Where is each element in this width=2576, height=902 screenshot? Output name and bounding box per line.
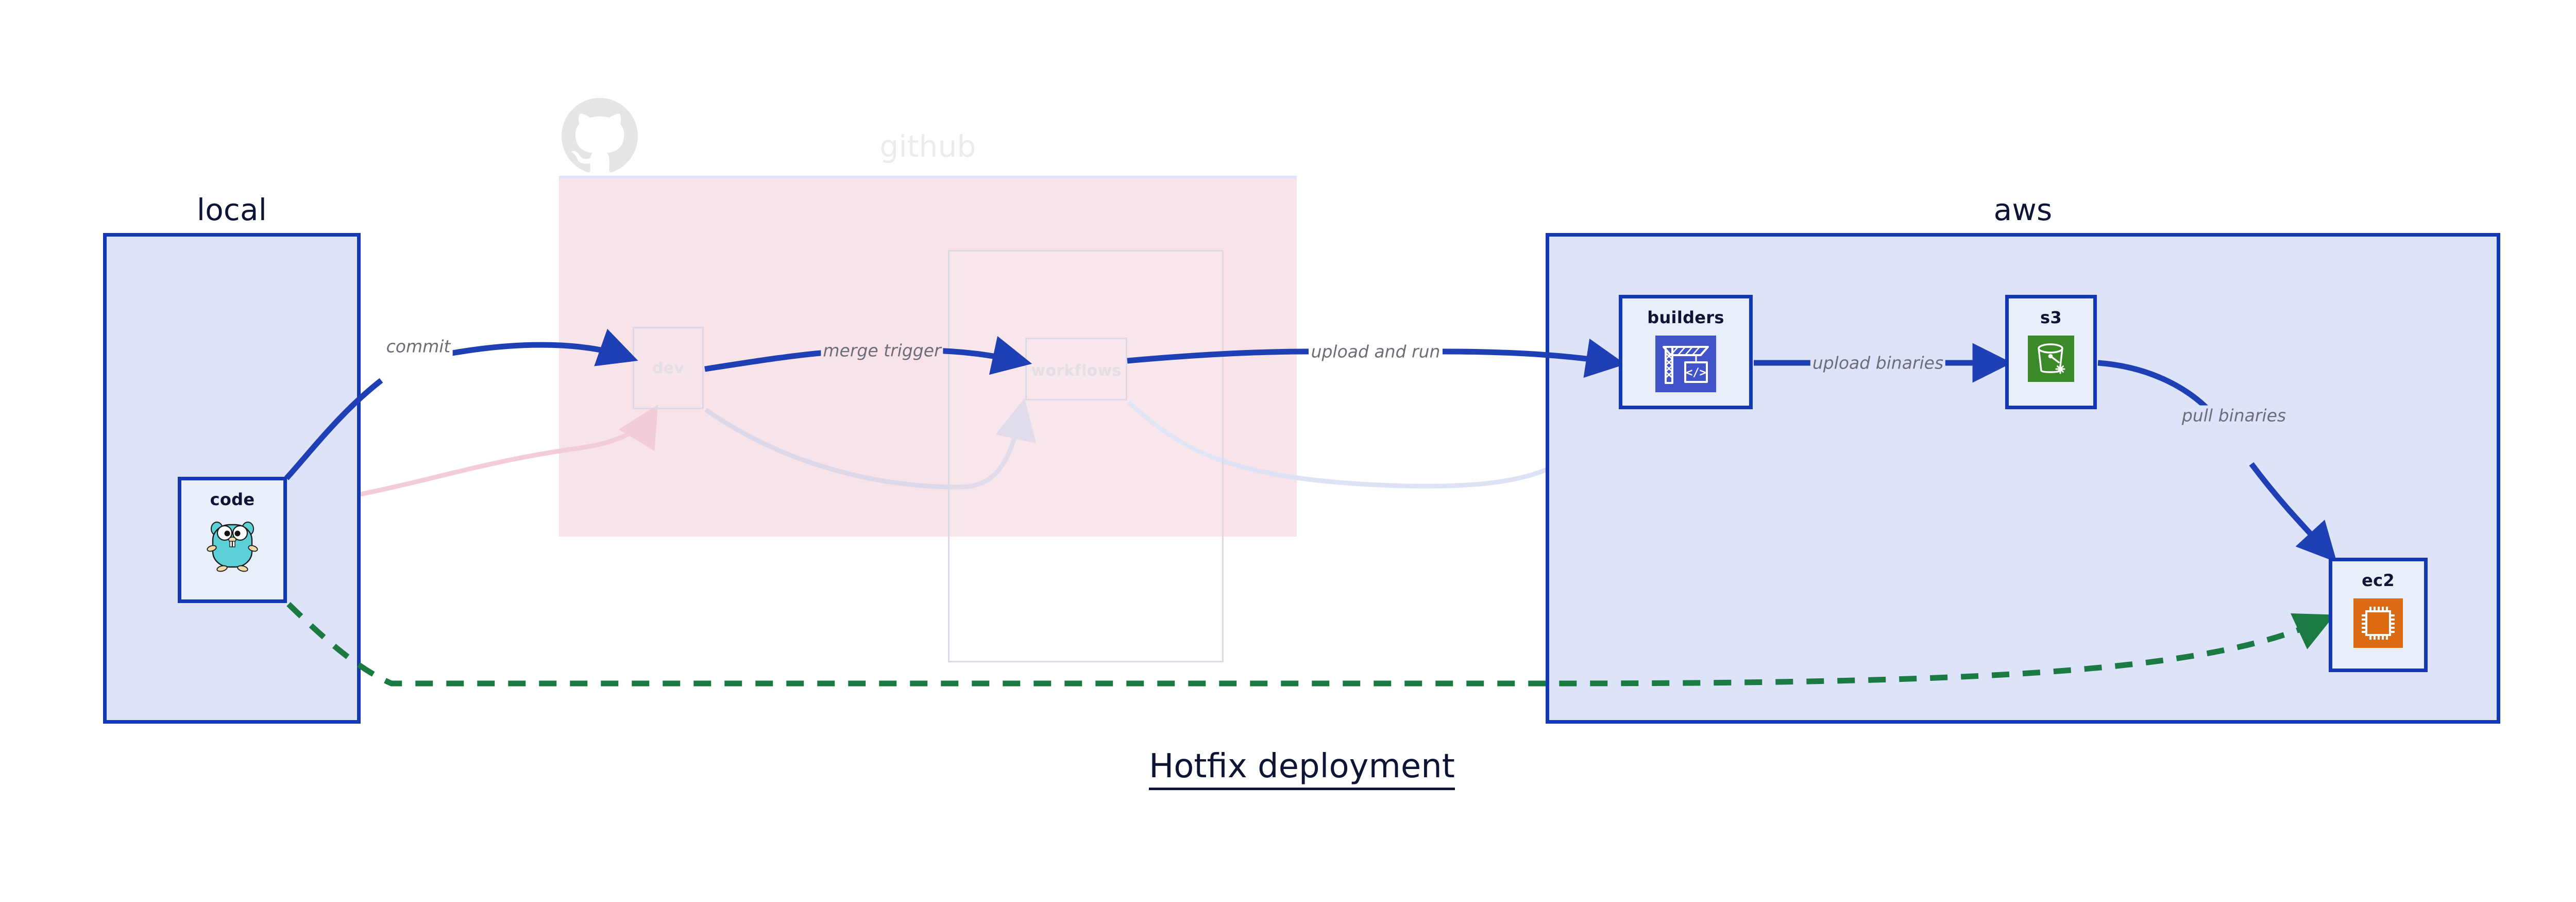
ghost-edge-dev-workflows (704, 398, 1037, 490)
edge-label-merge-trigger: merge trigger (821, 340, 943, 361)
edge-label-upload-binaries: upload binaries (1810, 353, 1946, 373)
aws-codebuild-icon: </> (1655, 336, 1716, 392)
node-dev[interactable]: dev (633, 327, 704, 409)
node-s3-label: s3 (2040, 308, 2062, 327)
node-code-label: code (210, 490, 255, 509)
aws-ec2-icon (2353, 598, 2403, 648)
node-ec2-label: ec2 (2362, 571, 2395, 590)
edge-hotfix-direct (286, 602, 2335, 687)
edge-label-upload-and-run: upload and run (1309, 341, 1443, 362)
edge-label-pull-binaries: pull binaries (2179, 405, 2289, 426)
diagram-title: Hotfix deployment (0, 747, 2576, 790)
node-builders[interactable]: builders </> (1619, 295, 1753, 409)
group-label-github: github (879, 129, 976, 164)
edge-upload-and-run-a (1127, 348, 1309, 364)
group-label-aws: aws (1993, 192, 2053, 227)
edge-pull-binaries-b (2249, 462, 2337, 562)
edge-upload-and-run-b (1442, 338, 1626, 378)
group-master (948, 250, 1224, 662)
node-dev-label: dev (652, 359, 685, 377)
node-s3[interactable]: s3 (2005, 295, 2097, 409)
svg-text:</>: </> (1686, 366, 1706, 379)
node-code[interactable]: code (178, 477, 287, 603)
node-builders-label: builders (1647, 308, 1724, 327)
group-label-local: local (196, 192, 267, 227)
go-gopher-icon (207, 522, 258, 572)
node-workflows-label: workflows (1031, 362, 1122, 380)
edge-label-commit: commit (384, 336, 453, 357)
diagram-title-text: Hotfix deployment (1149, 747, 1455, 790)
node-ec2[interactable]: ec2 (2329, 558, 2428, 672)
edge-merge-trigger-a (704, 348, 841, 372)
edge-commit-b (449, 328, 638, 366)
edge-commit-a (284, 378, 383, 480)
github-octocat-icon (562, 98, 638, 173)
aws-s3-icon (2028, 336, 2074, 382)
ghost-edge-code-dev (288, 404, 658, 508)
